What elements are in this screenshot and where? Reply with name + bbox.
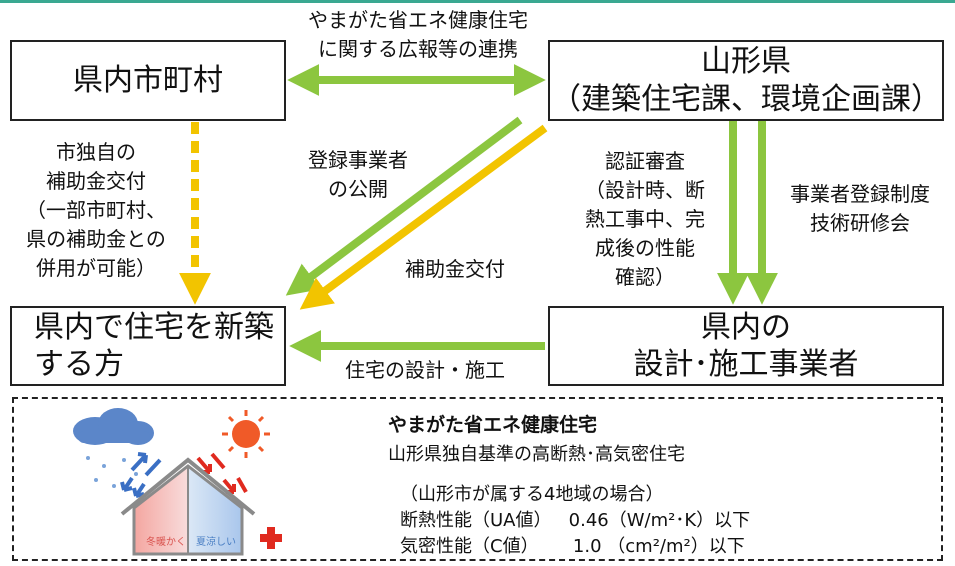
box-contractors: 県内の 設計･施工事業者	[548, 306, 944, 386]
cert-line: 成後の性能	[595, 236, 695, 260]
subsidy-label: 補助金交付	[405, 257, 505, 281]
builder-label-line2: する方	[34, 347, 124, 382]
publish-label-line2: の公開	[328, 177, 388, 201]
house-illustration	[73, 408, 282, 556]
liaison-label-line2: に関する広報等の連携	[318, 37, 518, 61]
liaison-label: やまがた省エネ健康住宅 に関する広報等の連携	[290, 6, 546, 64]
c-value: 1.0 （cm²/m²）以下	[572, 536, 745, 557]
ua-value: 0.46（W/m²･K）以下	[568, 510, 751, 531]
registration-label-line1: 事業者登録制度	[790, 182, 930, 206]
info-subtitle: 山形県独自基準の高断熱･高気密住宅	[388, 444, 685, 465]
muni-subsidy-line: 補助金交付	[46, 169, 146, 193]
muni-subsidy-line: 市独自の	[56, 140, 136, 164]
publish-label-line1: 登録事業者	[308, 148, 408, 172]
yamagata-departments-label: （建築住宅課、環境企画課）	[551, 81, 941, 117]
house-warm-text: 冬暖かく	[146, 537, 186, 548]
subsidy-arrow	[299, 124, 548, 310]
info-ua-row: 断熱性能（UA値） 0.46（W/m²･K）以下	[400, 506, 750, 532]
muni-subsidy-line: 県の補助金との	[26, 227, 166, 251]
info-c-row: 気密性能（C値） 1.0 （cm²/m²）以下	[400, 532, 745, 558]
cert-line: 確認）	[615, 265, 675, 289]
contractors-label-line2: 設計･施工事業者	[633, 347, 859, 382]
yamagata-label: 山形県	[701, 44, 791, 79]
builder-label-line1: 県内で住宅を新築	[34, 309, 274, 345]
cert-line: 熱工事中、完	[585, 207, 705, 231]
info-case: （山形市が属する4地域の場合）	[400, 484, 664, 505]
registration-label-line2: 技術研修会	[810, 211, 910, 235]
box-municipalities: 県内市町村	[10, 40, 286, 121]
contractors-label-line1: 県内の	[701, 309, 791, 345]
muni-subsidy-line: 併用が可能）	[36, 256, 156, 280]
cert-line: 認証審査	[605, 149, 685, 173]
certification-label: 認証審査 （設計時、断 熱工事中、完 成後の性能 確認）	[565, 147, 725, 292]
liaison-label-line1: やまがた省エネ健康住宅	[308, 8, 528, 32]
ua-label: 断熱性能（UA値）	[400, 510, 552, 531]
registration-label: 事業者登録制度 技術研修会	[770, 180, 950, 238]
muni-subsidy-line: （一部市町村、	[26, 198, 166, 222]
top-accent-line	[0, 0, 955, 3]
info-box	[12, 397, 943, 561]
design-construction-label: 住宅の設計・施工	[345, 358, 505, 382]
info-title: やまがた省エネ健康住宅	[388, 414, 598, 436]
box-home-builder: 県内で住宅を新築 する方	[10, 306, 286, 386]
municipal-subsidy-label: 市独自の 補助金交付 （一部市町村、 県の補助金との 併用が可能）	[10, 138, 182, 283]
cert-line: （設計時、断	[585, 178, 705, 202]
municipalities-label: 県内市町村	[73, 62, 223, 98]
house-cool-text: 夏涼しい	[196, 537, 236, 548]
c-label: 気密性能（C値）	[400, 536, 539, 557]
box-yamagata-prefecture: 山形県 （建築住宅課、環境企画課）	[548, 40, 944, 121]
publish-arrow	[285, 116, 523, 296]
publish-label: 登録事業者 の公開	[288, 146, 428, 204]
